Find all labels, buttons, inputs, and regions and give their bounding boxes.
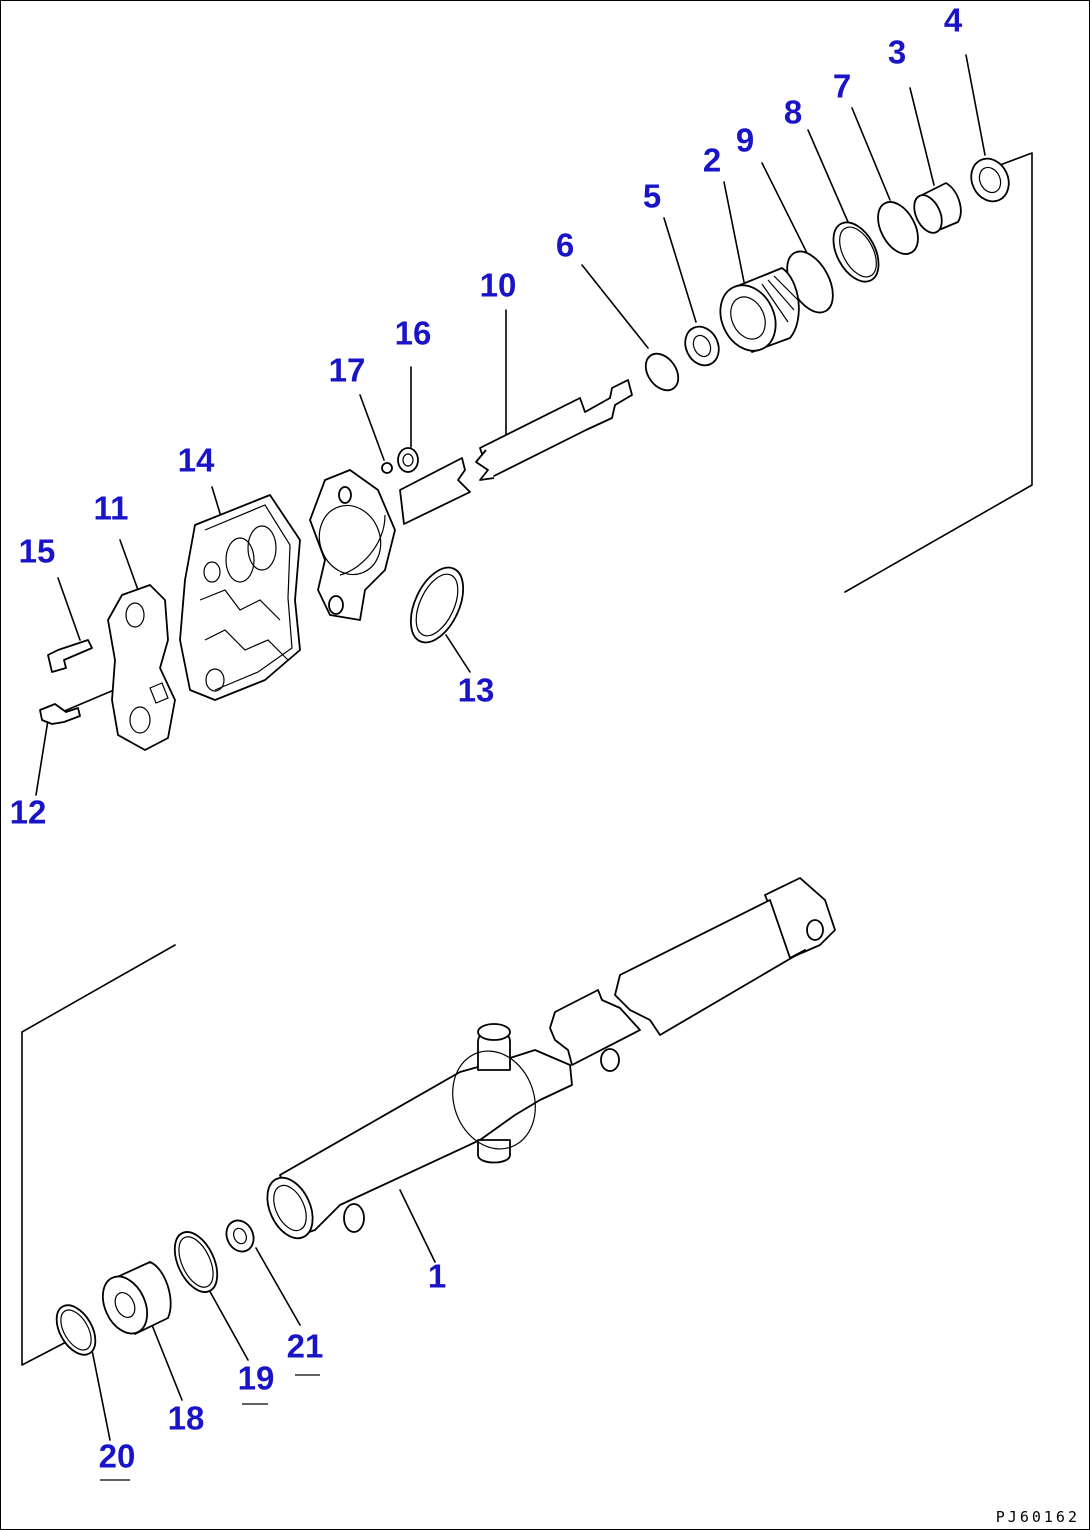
- part-10-piston-rod: [399, 379, 633, 525]
- callout-10[interactable]: 10: [479, 266, 517, 304]
- bracket-lines: [21, 152, 1033, 1366]
- part-6-snap-ring: [644, 352, 680, 392]
- part-1-cylinder-tube: [266, 877, 836, 1240]
- callout-5[interactable]: 5: [642, 177, 662, 215]
- callout-14[interactable]: 14: [177, 441, 215, 479]
- callout-8[interactable]: 8: [783, 93, 803, 131]
- part-19-wear-ring: [173, 1231, 219, 1293]
- part-15-bolt: [47, 639, 93, 673]
- part-3-bushing: [913, 182, 962, 234]
- callout-7[interactable]: 7: [832, 67, 852, 105]
- part-2-cylinder-head: [719, 267, 800, 353]
- callout-20[interactable]: 20: [98, 1437, 136, 1475]
- part-16-bushing: [397, 447, 419, 473]
- drawing-code: PJ60162: [995, 1508, 1080, 1526]
- part-21-nut: [225, 1219, 255, 1253]
- callout-18[interactable]: 18: [167, 1399, 205, 1437]
- part-4-dust-seal: [970, 157, 1010, 203]
- callout-19[interactable]: 19: [237, 1359, 275, 1397]
- part-11-clamp: [107, 584, 176, 751]
- part-14-shims: [179, 494, 301, 701]
- callout-17[interactable]: 17: [328, 351, 366, 389]
- part-12-grease-fitting: [39, 703, 81, 725]
- part-5-nut: [684, 325, 720, 367]
- part-13-ring: [409, 566, 465, 644]
- callout-21[interactable]: 21: [286, 1327, 324, 1365]
- callout-11[interactable]: 11: [93, 489, 129, 527]
- part-17-grease-fitting: [381, 462, 393, 474]
- callout-4[interactable]: 4: [943, 1, 963, 39]
- callout-13[interactable]: 13: [457, 671, 495, 709]
- rod-eye-bracket: [309, 469, 396, 621]
- part-7-o-ring: [877, 201, 919, 255]
- part-20-ring: [55, 1304, 97, 1356]
- leader-lines: [35, 54, 986, 1481]
- part-18-piston: [101, 1261, 172, 1335]
- part-8-backup-ring: [832, 221, 880, 283]
- callout-15[interactable]: 15: [18, 532, 56, 570]
- callout-6[interactable]: 6: [555, 226, 575, 264]
- callout-12[interactable]: 12: [9, 793, 47, 831]
- callout-1[interactable]: 1: [427, 1257, 447, 1295]
- callout-9[interactable]: 9: [735, 121, 755, 159]
- callout-2[interactable]: 2: [702, 141, 722, 179]
- callout-16[interactable]: 16: [394, 314, 432, 352]
- callout-3[interactable]: 3: [887, 33, 907, 71]
